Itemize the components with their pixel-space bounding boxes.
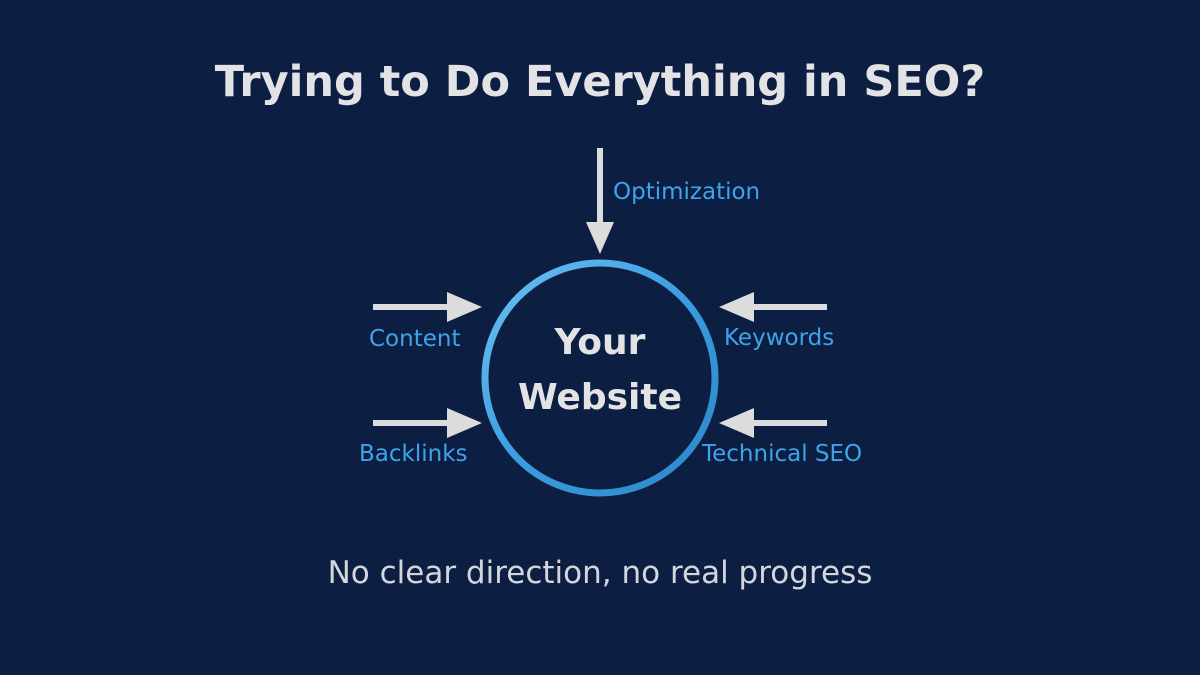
subtitle: No clear direction, no real progress <box>327 555 873 591</box>
website-circle <box>481 259 719 497</box>
label-content: Content <box>369 326 461 352</box>
arrow-right-icon <box>373 408 482 438</box>
label-technical-seo: Technical SEO <box>702 441 863 467</box>
label-optimization: Optimization <box>613 179 761 205</box>
center-label-line1: Your <box>554 322 646 363</box>
arrow-left-icon <box>719 292 827 322</box>
center-label-line2: Website <box>517 377 682 418</box>
label-keywords: Keywords <box>724 325 835 351</box>
label-backlinks: Backlinks <box>359 441 468 467</box>
arrow-down-icon <box>586 148 614 254</box>
page-title: Trying to Do Everything in SEO? <box>214 57 986 107</box>
arrow-left-icon <box>719 408 827 438</box>
arrow-right-icon <box>373 292 482 322</box>
